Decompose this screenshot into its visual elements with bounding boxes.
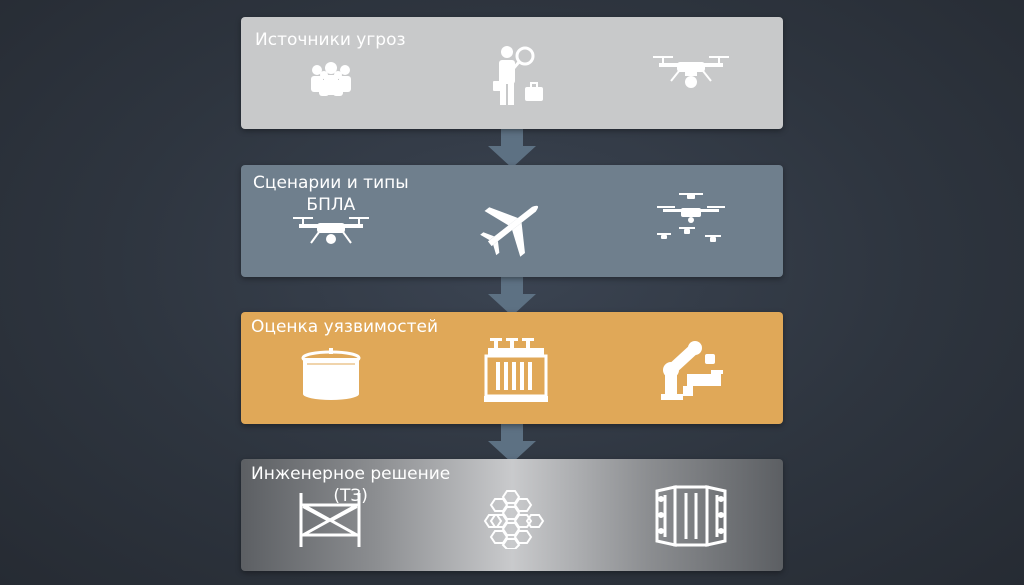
stage-engineering-solution: Инженерное решение (ТЗ) xyxy=(241,459,783,571)
analyst-magnifier-icon xyxy=(491,43,551,107)
stage-threat-sources: Источники угроз xyxy=(241,17,783,129)
airplane-icon xyxy=(479,191,551,257)
stage-title: Оценка уязвимостей xyxy=(251,317,438,337)
storage-tank-icon xyxy=(299,348,363,404)
down-arrow-icon xyxy=(488,423,536,463)
drone-icon xyxy=(291,213,371,253)
industrial-robot-arm-icon xyxy=(655,340,727,402)
stage-title: Источники угроз xyxy=(255,30,406,50)
cross-brace-barrier-icon xyxy=(297,491,363,549)
stage-scenarios-uav-types: Сценарии и типы БПЛА xyxy=(241,165,783,277)
people-group-icon xyxy=(303,61,359,101)
transformer-icon xyxy=(484,338,548,404)
stage-vulnerability-assessment: Оценка уязвимостей xyxy=(241,312,783,424)
stage-title: Сценарии и типы БПЛА xyxy=(253,173,409,215)
folding-shield-panel-icon xyxy=(653,485,729,547)
drone-swarm-icon xyxy=(655,189,727,251)
down-arrow-icon xyxy=(488,128,536,168)
hexagonal-mesh-icon xyxy=(483,489,547,549)
drone-icon xyxy=(651,51,731,95)
down-arrow-icon xyxy=(488,276,536,316)
